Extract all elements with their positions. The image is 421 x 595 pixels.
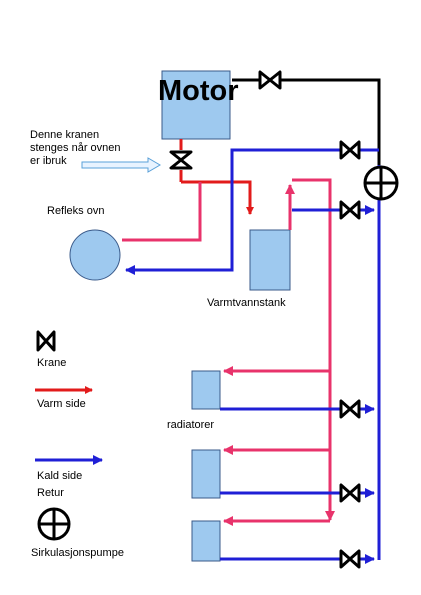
- valve-radiator-3-icon: [339, 549, 361, 569]
- note-line-2: stenges når ovnen: [30, 142, 121, 154]
- valve-motor-return-icon: [258, 70, 282, 90]
- cold-side-pipes: [125, 148, 381, 564]
- radiator-3: [191, 520, 221, 562]
- note-line-3: er ibruk: [30, 155, 67, 167]
- legend-hot-label: Varm side: [37, 398, 86, 410]
- motor-title: Motor: [158, 75, 239, 107]
- reflex-oven: [69, 229, 121, 281]
- valve-radiator-1-icon: [339, 399, 361, 419]
- valve-note: Denne kranen stenges når ovnen er ibruk: [30, 129, 161, 173]
- motor-box: [161, 70, 231, 140]
- legend: Krane Varm side Kald side Retur Sirkulas…: [31, 330, 124, 559]
- circulation-pump-icon: [363, 165, 399, 201]
- legend-valve-label: Krane: [37, 357, 66, 369]
- valve-motor-inlet-icon: [169, 150, 193, 170]
- legend-cold-label: Kald side: [37, 470, 82, 482]
- hot-water-tank: [249, 229, 291, 291]
- legend-return-label: Retur: [37, 487, 64, 499]
- valve-radiator-2-icon: [339, 483, 361, 503]
- radiator-1: [191, 370, 221, 410]
- note-line-1: Denne kranen: [30, 129, 99, 141]
- note-arrow-icon: [81, 157, 161, 173]
- motor: Motor: [158, 70, 239, 140]
- hot-side-pipes: [122, 139, 335, 526]
- legend-pump-label: Sirkulasjonspumpe: [31, 547, 124, 559]
- radiator-2: [191, 449, 221, 499]
- tank-label: Varmtvannstank: [207, 297, 286, 309]
- legend-pump-icon: [37, 507, 71, 541]
- radiators-label: radiatorer: [167, 419, 214, 431]
- valve-top-loop-icon: [339, 140, 361, 160]
- oven-label: Refleks ovn: [47, 205, 104, 217]
- legend-valve-icon: [36, 330, 56, 352]
- valve-tank-icon: [339, 200, 361, 220]
